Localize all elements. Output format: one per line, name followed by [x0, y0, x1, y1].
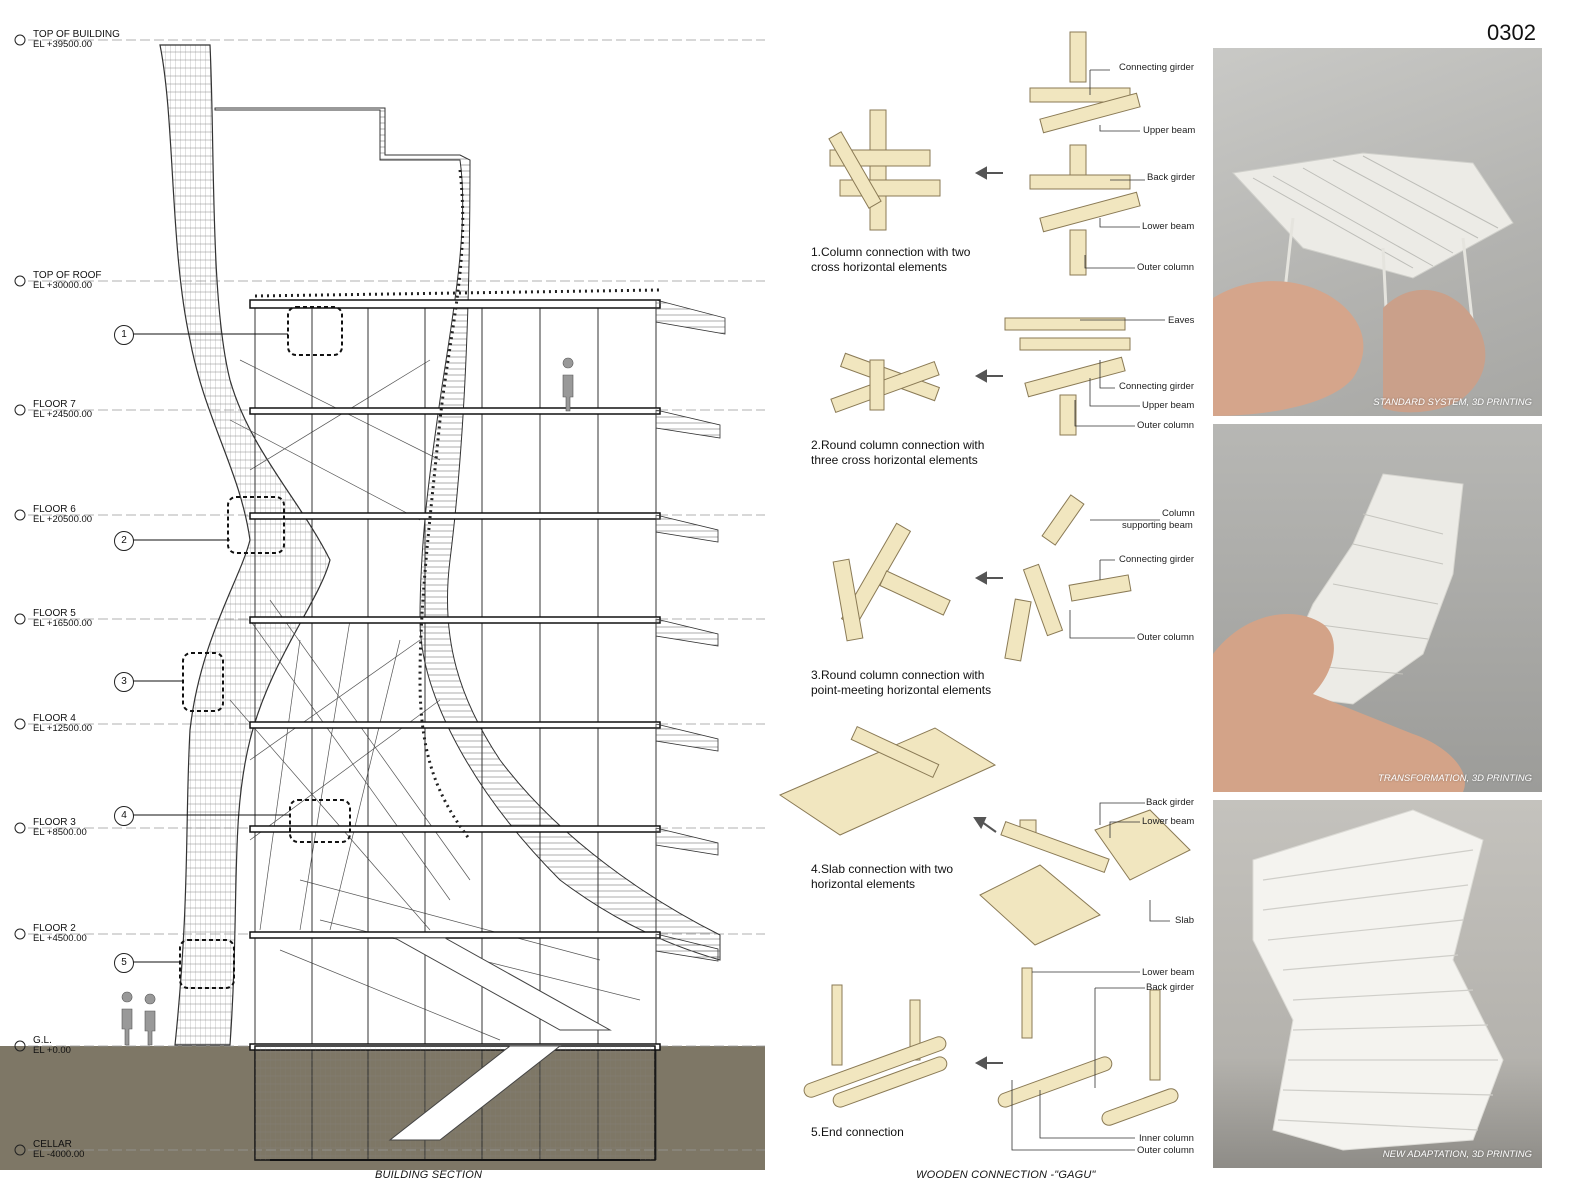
conn4-label-slab: Slab — [1175, 915, 1195, 926]
conn1-label-upper-beam: Upper beam — [1143, 125, 1196, 136]
sheet-number: 0302 — [1487, 20, 1536, 45]
conn5-label-inner-column: Inner column — [1139, 1133, 1194, 1144]
level-cellar: CELLAR EL -4000.00 — [33, 1139, 85, 1160]
level-ground: G.L. EL +0.00 — [33, 1035, 71, 1056]
conn2-label-upper-beam: Upper beam — [1142, 400, 1195, 411]
conn4-label-back-girder: Back girder — [1146, 797, 1195, 808]
callout-5: 5 — [114, 953, 134, 973]
conn3-label-supporting-beam: supporting beam — [1122, 520, 1193, 531]
conn1-title: 1.Column connection with two cross horiz… — [811, 245, 971, 274]
level-floor-5: FLOOR 5 EL +16500.00 — [33, 608, 93, 629]
conn2-title: 2.Round column connection with three cro… — [811, 438, 985, 467]
photo-standard-system: STANDARD SYSTEM, 3D PRINTING — [1213, 48, 1542, 416]
conn3-title: 3.Round column connection with point-mee… — [811, 668, 992, 697]
conn4-label-lower-beam: Lower beam — [1142, 816, 1195, 827]
conn3-label-connecting-girder: Connecting girder — [1119, 554, 1194, 565]
callout-3: 3 — [114, 672, 134, 692]
conn1-label-outer-column: Outer column — [1137, 262, 1195, 273]
section-caption: BUILDING SECTION — [375, 1169, 483, 1181]
level-floor-4: FLOOR 4 EL +12500.00 — [33, 713, 93, 734]
callout-2: 2 — [114, 531, 134, 551]
conn1-label-back-girder: Back girder — [1147, 172, 1196, 183]
level-top-of-roof: TOP OF ROOF EL +30000.00 — [33, 270, 102, 291]
conn3-label-outer-column: Outer column — [1137, 632, 1195, 643]
conn2-label-connecting-girder: Connecting girder — [1119, 381, 1194, 392]
level-floor-2: FLOOR 2 EL +4500.00 — [33, 923, 87, 944]
conn5-label-outer-column: Outer column — [1137, 1145, 1195, 1156]
level-floor-6: FLOOR 6 EL +20500.00 — [33, 504, 93, 525]
connection-caption: WOODEN CONNECTION -"GAGU" — [916, 1169, 1096, 1181]
conn3-label-column: Column — [1162, 508, 1195, 519]
photo-standard-caption: STANDARD SYSTEM, 3D PRINTING — [1373, 397, 1532, 408]
conn5-label-back-girder: Back girder — [1146, 982, 1195, 993]
conn5-title: 5.End connection — [811, 1125, 904, 1139]
photo-transformation: TRANSFORMATION, 3D PRINTING — [1213, 424, 1542, 792]
conn4-title: 4.Slab connection with two horizontal el… — [811, 862, 954, 891]
conn2-label-eaves: Eaves — [1168, 315, 1195, 326]
photo-new-adaptation: NEW ADAPTATION, 3D PRINTING — [1213, 800, 1542, 1168]
photo-new-adaptation-caption: NEW ADAPTATION, 3D PRINTING — [1382, 1149, 1532, 1160]
building-section-drawing — [0, 34, 765, 1170]
conn2-label-outer-column: Outer column — [1137, 420, 1195, 431]
conn1-assembled-column — [869, 109, 887, 231]
level-top-of-building: TOP OF BUILDING EL +39500.00 — [33, 29, 120, 50]
photo-transformation-caption: TRANSFORMATION, 3D PRINTING — [1378, 773, 1532, 784]
conn1-label-connecting-girder: Connecting girder — [1119, 62, 1194, 73]
callout-4: 4 — [114, 806, 134, 826]
level-floor-3: FLOOR 3 EL +8500.00 — [33, 817, 87, 838]
conn5-label-lower-beam: Lower beam — [1142, 967, 1195, 978]
callout-1: 1 — [114, 325, 134, 345]
level-floor-7: FLOOR 7 EL +24500.00 — [33, 399, 93, 420]
conn1-label-lower-beam: Lower beam — [1142, 221, 1195, 232]
